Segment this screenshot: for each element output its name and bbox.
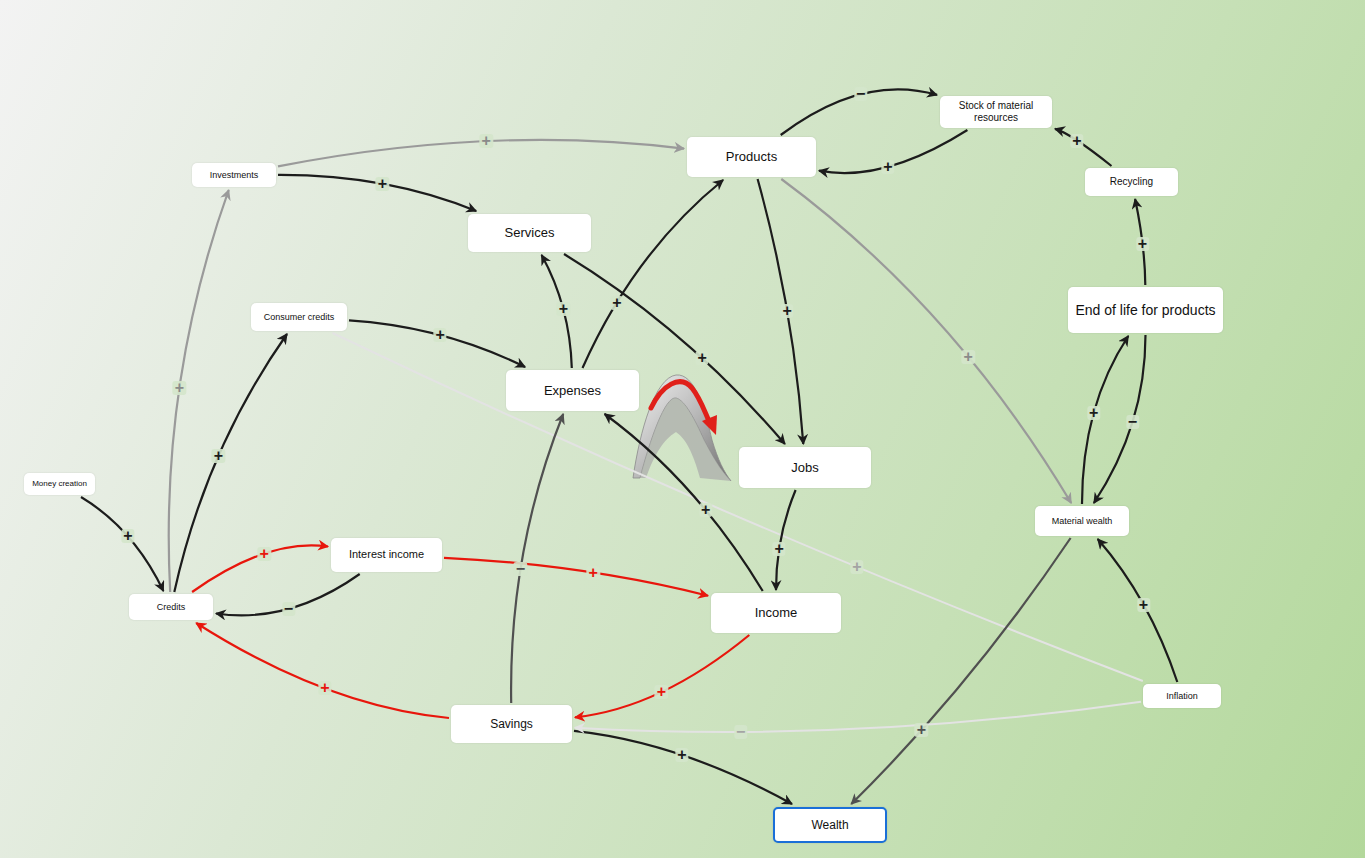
causal-link	[605, 414, 763, 591]
variable-box: Interest income	[331, 538, 442, 572]
causal-link	[169, 190, 229, 592]
variable-name: Investments	[210, 170, 259, 181]
causal-link	[1055, 129, 1112, 166]
polarity-sign: +	[587, 566, 600, 580]
causal-link	[192, 545, 328, 592]
variable-name: Consumer credits	[264, 312, 335, 323]
variable-box: Consumer credits	[251, 303, 347, 331]
polarity-sign: +	[915, 723, 928, 737]
variable-box: Money creation	[24, 473, 95, 495]
causal-link	[278, 175, 476, 211]
causal-link	[575, 635, 749, 717]
variable-name: Stock of material resources	[945, 100, 1047, 124]
polarity-sign: +	[675, 748, 688, 762]
polarity-sign: +	[433, 328, 446, 342]
variable-name: Inflation	[1166, 691, 1198, 702]
polarity-sign: +	[121, 529, 134, 543]
causal-link	[575, 702, 1141, 732]
causal-link	[511, 414, 563, 703]
polarity-sign: +	[1136, 237, 1149, 251]
causal-link	[81, 497, 163, 591]
polarity-sign: +	[699, 503, 712, 517]
fin-shape	[633, 375, 731, 481]
variable-name: Jobs	[791, 460, 818, 476]
variable-box: Wealth	[773, 807, 887, 843]
polarity-sign: +	[1070, 134, 1083, 148]
fin-face	[640, 398, 731, 481]
causal-link	[1082, 336, 1128, 504]
variable-name: Interest income	[349, 548, 424, 561]
polarity-sign: +	[480, 134, 493, 148]
polarity-sign: −	[1126, 415, 1139, 429]
causal-link	[333, 333, 1143, 681]
polarity-sign: +	[318, 681, 331, 695]
causal-link	[216, 574, 360, 615]
variable-name: Income	[755, 605, 798, 621]
red-arrowhead	[702, 415, 717, 435]
variable-name: Savings	[490, 717, 533, 731]
causal-link	[349, 320, 525, 367]
polarity-sign: −	[282, 602, 295, 616]
variable-box: Material wealth	[1035, 506, 1129, 536]
variable-name: Products	[726, 149, 777, 165]
variable-box: Services	[468, 214, 591, 252]
polarity-sign: +	[695, 351, 708, 365]
causal-link	[196, 623, 449, 718]
causal-link	[542, 255, 572, 368]
variable-box: End of life for products	[1068, 287, 1223, 333]
causal-link	[758, 179, 804, 444]
causal-link	[574, 731, 792, 804]
polarity-sign: −	[734, 725, 747, 739]
polarity-sign: −	[514, 562, 527, 576]
polarity-sign: +	[1137, 598, 1150, 612]
variable-name: Material wealth	[1052, 516, 1113, 527]
variable-name: Expenses	[544, 383, 601, 399]
variable-box: Expenses	[506, 370, 639, 411]
variable-name: Wealth	[811, 818, 848, 832]
polarity-sign: +	[780, 304, 793, 318]
variable-name: Recycling	[1110, 176, 1153, 188]
red-arrow	[651, 382, 709, 421]
polarity-sign: +	[1087, 406, 1100, 420]
polarity-sign: +	[610, 296, 623, 310]
variable-box: Savings	[451, 705, 572, 743]
variable-name: Credits	[157, 602, 186, 613]
polarity-sign: +	[173, 381, 186, 395]
variable-box: Stock of material resources	[940, 96, 1052, 128]
causal-link	[1094, 335, 1146, 503]
variable-name: Services	[505, 225, 555, 241]
variable-box: Jobs	[739, 447, 871, 488]
polarity-sign: +	[557, 302, 570, 316]
causal-link	[776, 490, 796, 590]
causal-link	[1098, 539, 1178, 682]
polarity-sign: +	[258, 547, 271, 561]
polarity-sign: +	[962, 350, 975, 364]
causal-link	[819, 130, 967, 173]
variable-box: Income	[711, 593, 841, 633]
variable-box: Investments	[192, 163, 276, 187]
variable-name: End of life for products	[1075, 302, 1215, 319]
causal-link	[583, 180, 724, 368]
variable-box: Recycling	[1085, 168, 1178, 196]
causal-link	[851, 538, 1070, 804]
polarity-sign: +	[655, 685, 668, 699]
polarity-sign: +	[850, 560, 863, 574]
polarity-sign: +	[376, 177, 389, 191]
variable-box: Credits	[129, 594, 213, 620]
causal-link	[444, 558, 708, 596]
polarity-sign: +	[212, 449, 225, 463]
variable-box: Products	[687, 137, 816, 177]
variable-name: Money creation	[32, 479, 87, 489]
polarity-sign: −	[854, 87, 867, 101]
polarity-sign: +	[772, 542, 785, 556]
polarity-sign: +	[881, 160, 894, 174]
variable-box: Inflation	[1143, 684, 1221, 708]
causal-link	[564, 254, 785, 444]
causal-link	[174, 334, 287, 592]
